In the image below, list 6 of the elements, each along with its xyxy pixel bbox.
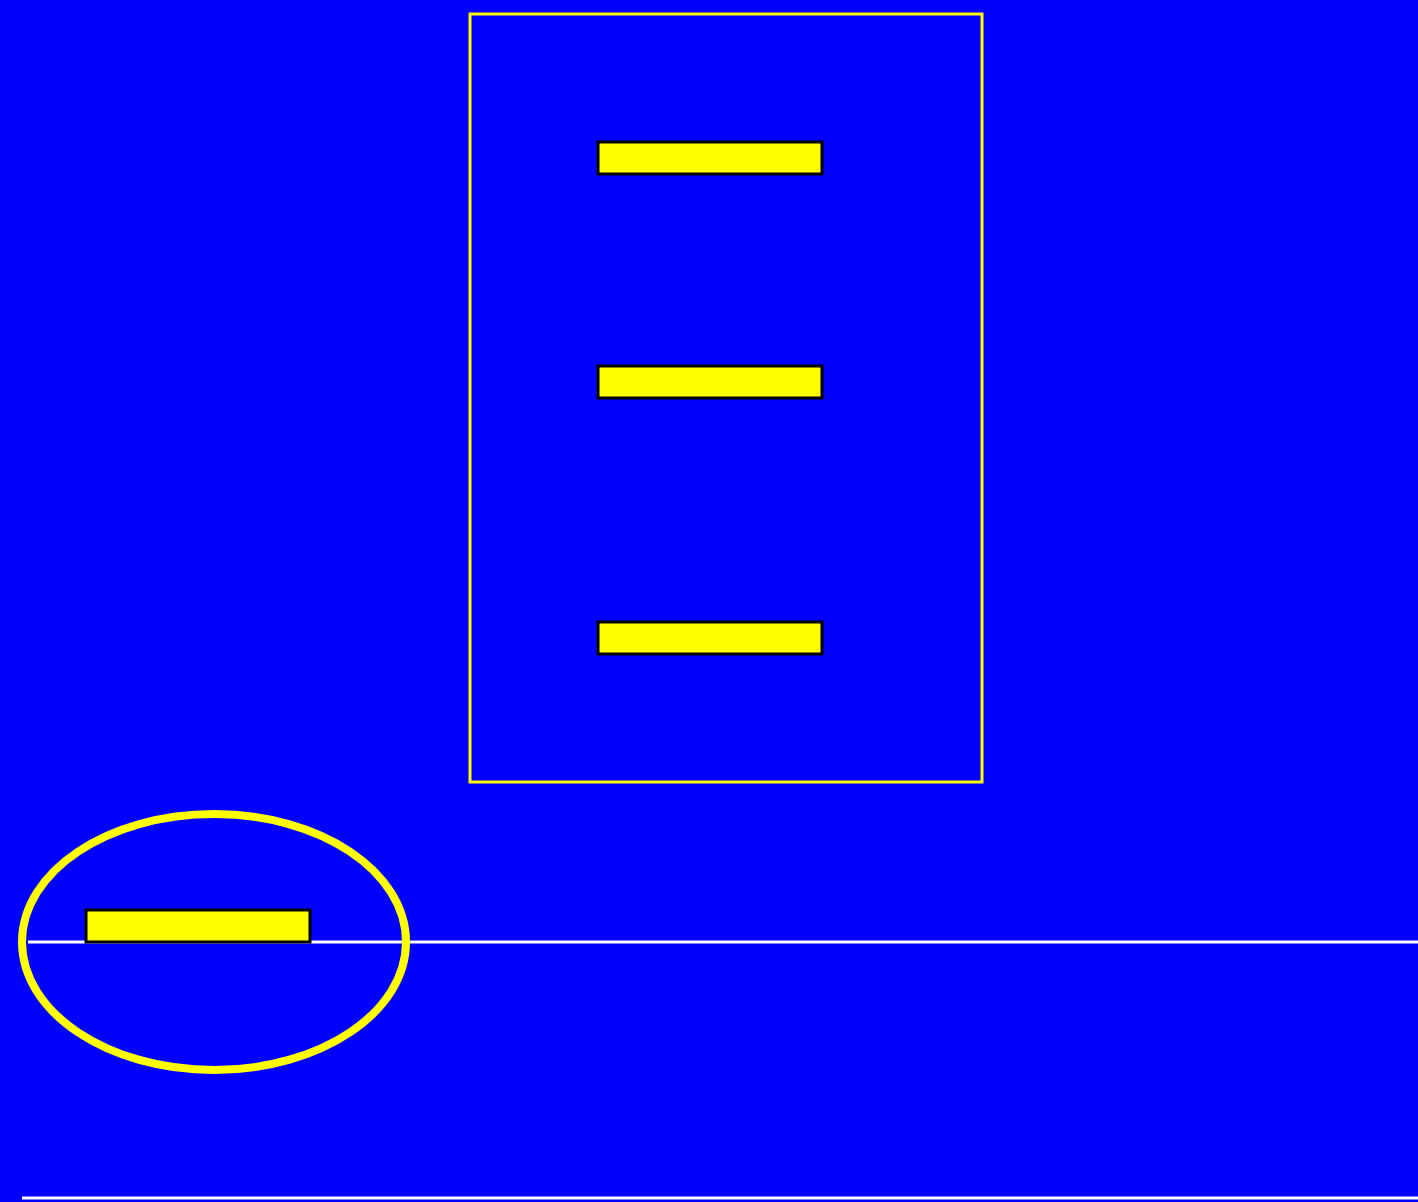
frame-box bbox=[468, 12, 984, 784]
ellipse-outline bbox=[18, 810, 410, 1074]
bar-block bbox=[596, 364, 824, 400]
bar-block bbox=[596, 140, 824, 176]
bar-block bbox=[84, 908, 312, 944]
bar-block bbox=[596, 620, 824, 656]
